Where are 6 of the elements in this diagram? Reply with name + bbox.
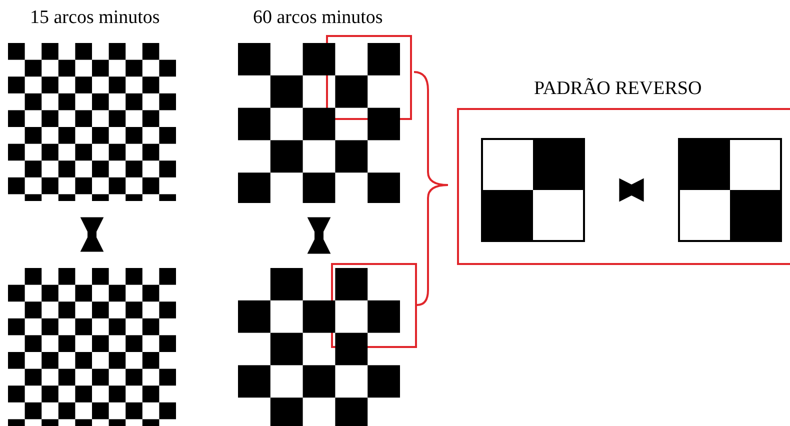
heading: PADRÃO REVERSO [534, 78, 702, 100]
double-arrow [80, 217, 104, 252]
double-arrow [307, 217, 331, 254]
heading: 15 arcos minutos [30, 7, 160, 29]
heading: 60 arcos minutos [253, 7, 383, 29]
double-arrow [619, 178, 644, 202]
